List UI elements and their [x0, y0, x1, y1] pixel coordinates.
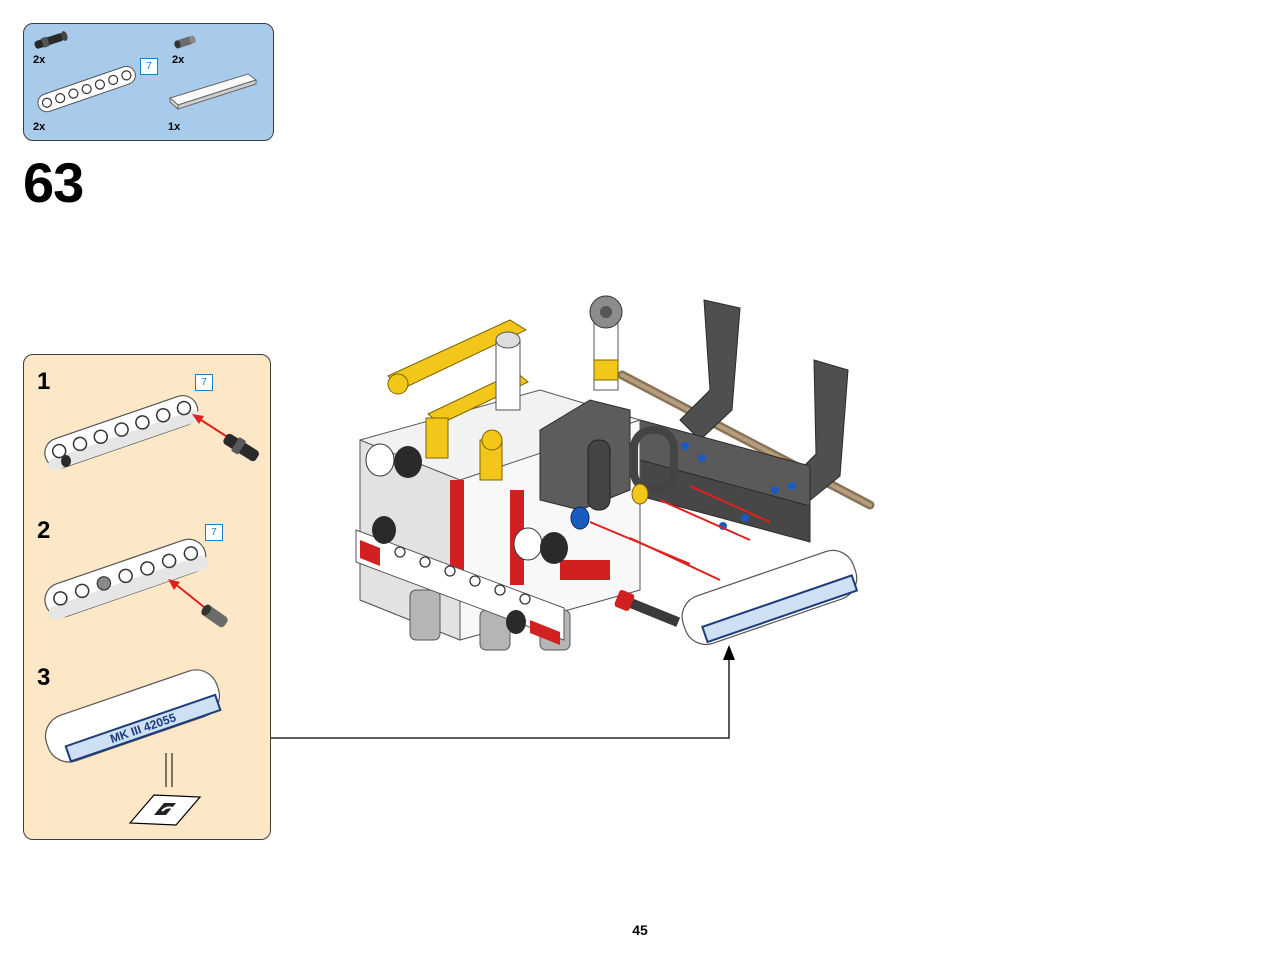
qty-label: 2x [33, 121, 46, 133]
sticker-callout-line [165, 753, 173, 787]
qty-label: 2x [172, 54, 185, 66]
beam-length-badge: 7 [195, 374, 213, 391]
beam-length-badge: 7 [140, 58, 158, 75]
qty-label: 1x [168, 121, 181, 133]
beam-7-icon [44, 538, 209, 620]
substep-number: 1 [37, 368, 51, 395]
short-pin-icon [174, 35, 196, 49]
beam-7-icon [37, 65, 136, 113]
parts-list: 2x 2x 7 2x 1x [23, 23, 274, 141]
axle-pin-icon [34, 31, 68, 49]
substep-number: 2 [37, 517, 51, 544]
substep-number: 3 [37, 664, 51, 691]
sticker-sheet-icon [128, 794, 202, 826]
flat-plate-icon [168, 73, 258, 111]
page-number: 45 [632, 922, 648, 938]
assembly-arrow-icon [168, 579, 228, 628]
main-assembly-illustration [355, 295, 875, 651]
subassembly-box: 1 7 2 7 [23, 354, 271, 840]
assembly-arrow-icon [192, 414, 259, 462]
beam-length-badge: 7 [205, 524, 223, 541]
qty-label: 2x [33, 54, 46, 66]
step-number: 63 [23, 151, 84, 214]
stickered-beam-icon: MK III 42055 [44, 669, 222, 763]
beam-7-icon [44, 395, 201, 471]
